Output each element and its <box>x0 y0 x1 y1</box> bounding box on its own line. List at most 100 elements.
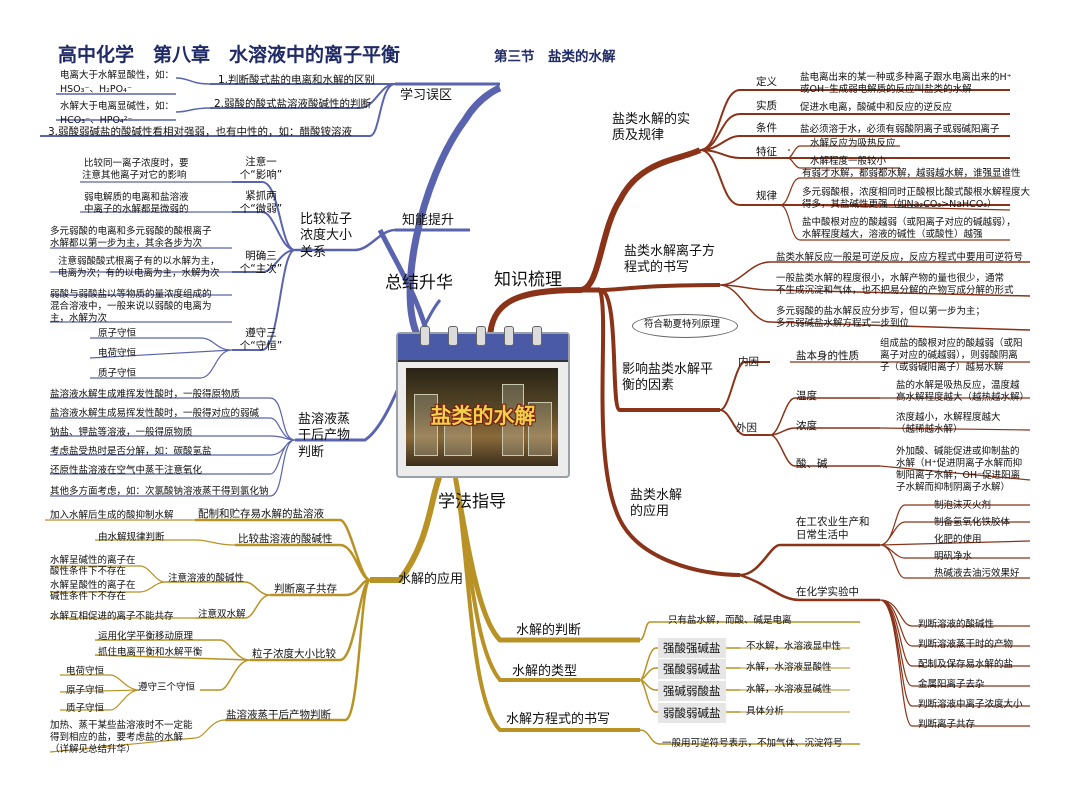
branch-knowledge: 知识梳理 <box>494 270 562 291</box>
compare-note: 混合溶液中，一般来说以弱酸的电离为 <box>50 301 212 313</box>
external-value: 浓度越小，水解程度越大 <box>896 412 1001 424</box>
method-sub-item: 质子守恒 <box>66 703 104 715</box>
type-key: 强碱弱酸盐 <box>658 681 726 701</box>
method-row-key: 粒子浓度大小比较 <box>252 648 336 661</box>
essence-value: 水解程度一般较小 <box>810 156 886 168</box>
essence-key: 特征 <box>756 146 777 159</box>
type-key: 弱酸弱碱盐 <box>658 703 726 723</box>
method-sub-item: 电荷守恒 <box>66 666 104 678</box>
industry-item: 化肥的使用 <box>934 534 982 546</box>
industry-label: 在工农业生产和日常生活中 <box>796 516 876 542</box>
essence-value: 多元弱酸根，浓度相同时正酸根比酸式酸根水解程度大 <box>802 187 1030 199</box>
conservation-item: 质子守恒 <box>98 368 136 380</box>
compare-note: 注意弱酸酸式根离子有的以水解为主， <box>58 256 220 268</box>
compare-title: 比较粒子浓度大小关系 <box>300 212 360 261</box>
center-card: 盐类的水解 <box>396 332 570 478</box>
industry-item: 明矾净水 <box>934 551 972 563</box>
method-row-value: 加热、蒸干某些盐溶液时不一定能 <box>50 720 193 732</box>
lab-item: 判断离子共存 <box>918 719 975 731</box>
internal-value: 子（或弱碱阳离子）越易水解 <box>880 362 1004 374</box>
method-application-title: 水解的应用 <box>398 572 463 588</box>
writing-value: 一般用可逆符号表示，不加气体、沉淀符号 <box>662 738 843 750</box>
method-row-value: 得到相应的盐，要考虑盐的水解 <box>50 732 183 744</box>
internal-value: 组成盐的酸根对应的酸越弱（或阳 <box>880 338 1023 350</box>
external-key: 温度 <box>796 390 817 403</box>
industry-item: 制备氢氧化铁胶体 <box>934 517 1010 529</box>
zhineng-title: 知能提升 <box>402 213 454 229</box>
ring-icon <box>448 326 458 346</box>
xuexi-note: HCO₃⁻、HPO₄²⁻ <box>60 115 133 127</box>
equation-item: 一般盐类水解的程度很小，水解产物的量也很少，通常 <box>776 273 1004 285</box>
compare-note: 注意其他离子对它的影响 <box>82 170 187 182</box>
writing-title: 水解方程式的书写 <box>506 712 610 728</box>
conservation-item: 电荷守恒 <box>98 348 136 360</box>
method-row-value: （详解见总结升华） <box>50 744 136 756</box>
method-row-key: 盐溶液蒸干后产物判断 <box>226 709 331 722</box>
internal-key: 盐本身的性质 <box>796 350 859 363</box>
essence-key: 条件 <box>756 122 777 135</box>
method-sub-key: 注意双水解 <box>198 609 246 621</box>
essence-value: 有弱才水解，都弱都水解，越弱越水解，谁强显谁性 <box>802 168 1021 180</box>
external-value: 子水解而抑制阴离子水解） <box>896 482 1010 494</box>
method-sub-key: 注意溶液的酸碱性 <box>168 573 244 585</box>
principle-note: 符合勒夏特列原理 <box>644 319 720 331</box>
method-sub-value: 酸性条件下不存在 <box>50 566 126 578</box>
compare-group-label: 注意一个“影响” <box>236 156 286 182</box>
external-key: 浓度 <box>796 420 817 433</box>
method-row-key: 比较盐溶液的酸碱性 <box>238 533 333 546</box>
essence-key: 实质 <box>756 100 777 113</box>
application-title: 盐类水解的应用 <box>630 488 694 521</box>
method-row-value: 由水解规律判断 <box>98 532 165 544</box>
equation-title: 盐类水解离子方程式的书写 <box>624 244 724 277</box>
essence-value: 得多，其盐碱性更强（如Na₂CO₃>NaHCO₃） <box>802 199 997 211</box>
xuexi-note: 水解大于电离显碱性，如： <box>60 101 174 113</box>
equation-item: 不生成沉淀和气体，也不把易分解的产物写成分解的形式 <box>776 285 1014 297</box>
external-value: （越稀越水解） <box>896 424 963 436</box>
page-subtitle: 第三节 盐类的水解 <box>494 49 616 66</box>
equation-item: 盐类水解反应一般是可逆反应，反应方程式中要用可逆符号 <box>776 252 1023 264</box>
essence-value: 水解程度越大，溶液的碱性（或酸性）越强 <box>802 229 983 241</box>
lab-label: 在化学实验中 <box>796 586 859 599</box>
compare-note: 多元弱酸的电离和多元弱酸的酸根离子 <box>50 226 212 238</box>
type-key: 强酸强碱盐 <box>658 638 726 658</box>
type-key: 强酸弱碱盐 <box>658 659 726 679</box>
compare-group-label: 明确三个“主次” <box>236 250 286 276</box>
evap-item: 考虑盐受热时是否分解，如：碳酸氢盐 <box>50 446 212 458</box>
method-row-value: 加入水解后生成的酸抑制水解 <box>50 510 174 522</box>
evap-item: 盐溶液水解生成难挥发性酸时，一般得原物质 <box>50 389 240 401</box>
xuexi-note: HSO₃⁻、H₂PO₄⁻ <box>60 84 132 96</box>
evap-item: 盐溶液水解生成易挥发性酸时，一般得对应的弱碱 <box>50 408 259 420</box>
lab-item: 判断溶液蒸干时的产物 <box>918 639 1013 651</box>
equation-item: 多元弱碱盐水解方程式一步到位 <box>776 318 909 330</box>
essence-title: 盐类水解的实质及规律 <box>612 112 692 145</box>
method-row-key: 判断离子共存 <box>274 583 337 596</box>
xuexi-note: 电离大于水解显酸性，如： <box>60 70 174 82</box>
judge-value: 只有盐水解，而酸、碱是电离 <box>668 615 792 627</box>
type-value: 具体分析 <box>746 706 784 718</box>
branch-summary: 总结升华 <box>385 273 453 294</box>
method-sub-value: 水解互相促进的离子不能共存 <box>50 611 174 623</box>
external-key: 酸、碱 <box>796 458 828 471</box>
internal-value: 离子对应的碱越弱），则弱酸阴离 <box>880 350 1018 362</box>
lab-item: 配制及保存易水解的盐 <box>918 659 1013 671</box>
compare-note: 弱电解质的电离和盐溶液 <box>84 192 189 204</box>
external-value: 高水解程度越大（越热越水解） <box>896 392 1029 404</box>
factors-title: 影响盐类水解平衡的因素 <box>622 362 718 395</box>
industry-item: 热碱液去油污效果好 <box>934 568 1020 580</box>
method-sub-label: 遵守三个守恒 <box>138 682 195 694</box>
ring-icon <box>532 326 542 346</box>
center-label: 盐类的水解 <box>398 400 568 430</box>
evap-item: 钠盐、钾盐等溶液，一般得原物质 <box>50 427 193 439</box>
judge-title: 水解的判断 <box>516 623 581 639</box>
external-value: 盐的水解是吸热反应，温度越 <box>896 380 1020 392</box>
essence-value: 水解反应为吸热反应 <box>810 138 896 150</box>
external-label: 外因 <box>736 422 757 435</box>
lab-item: 金属阳离子去杂 <box>918 679 985 691</box>
ring-icon <box>476 326 486 346</box>
method-sub-item: 原子守恒 <box>66 685 104 697</box>
compare-group-label: 遵守三个“守恒” <box>236 327 286 353</box>
evap-item: 还原性盐溶液在空气中蒸干注意氧化 <box>50 465 202 477</box>
compare-note: 弱酸与弱酸盐以等物质的量浓度组成的 <box>50 289 212 301</box>
essence-value: 盐电离出来的某一种或多种离子跟水电离出来的H⁺ <box>800 72 1012 84</box>
evap-title: 盐溶液蒸干后产物判断 <box>298 412 362 461</box>
